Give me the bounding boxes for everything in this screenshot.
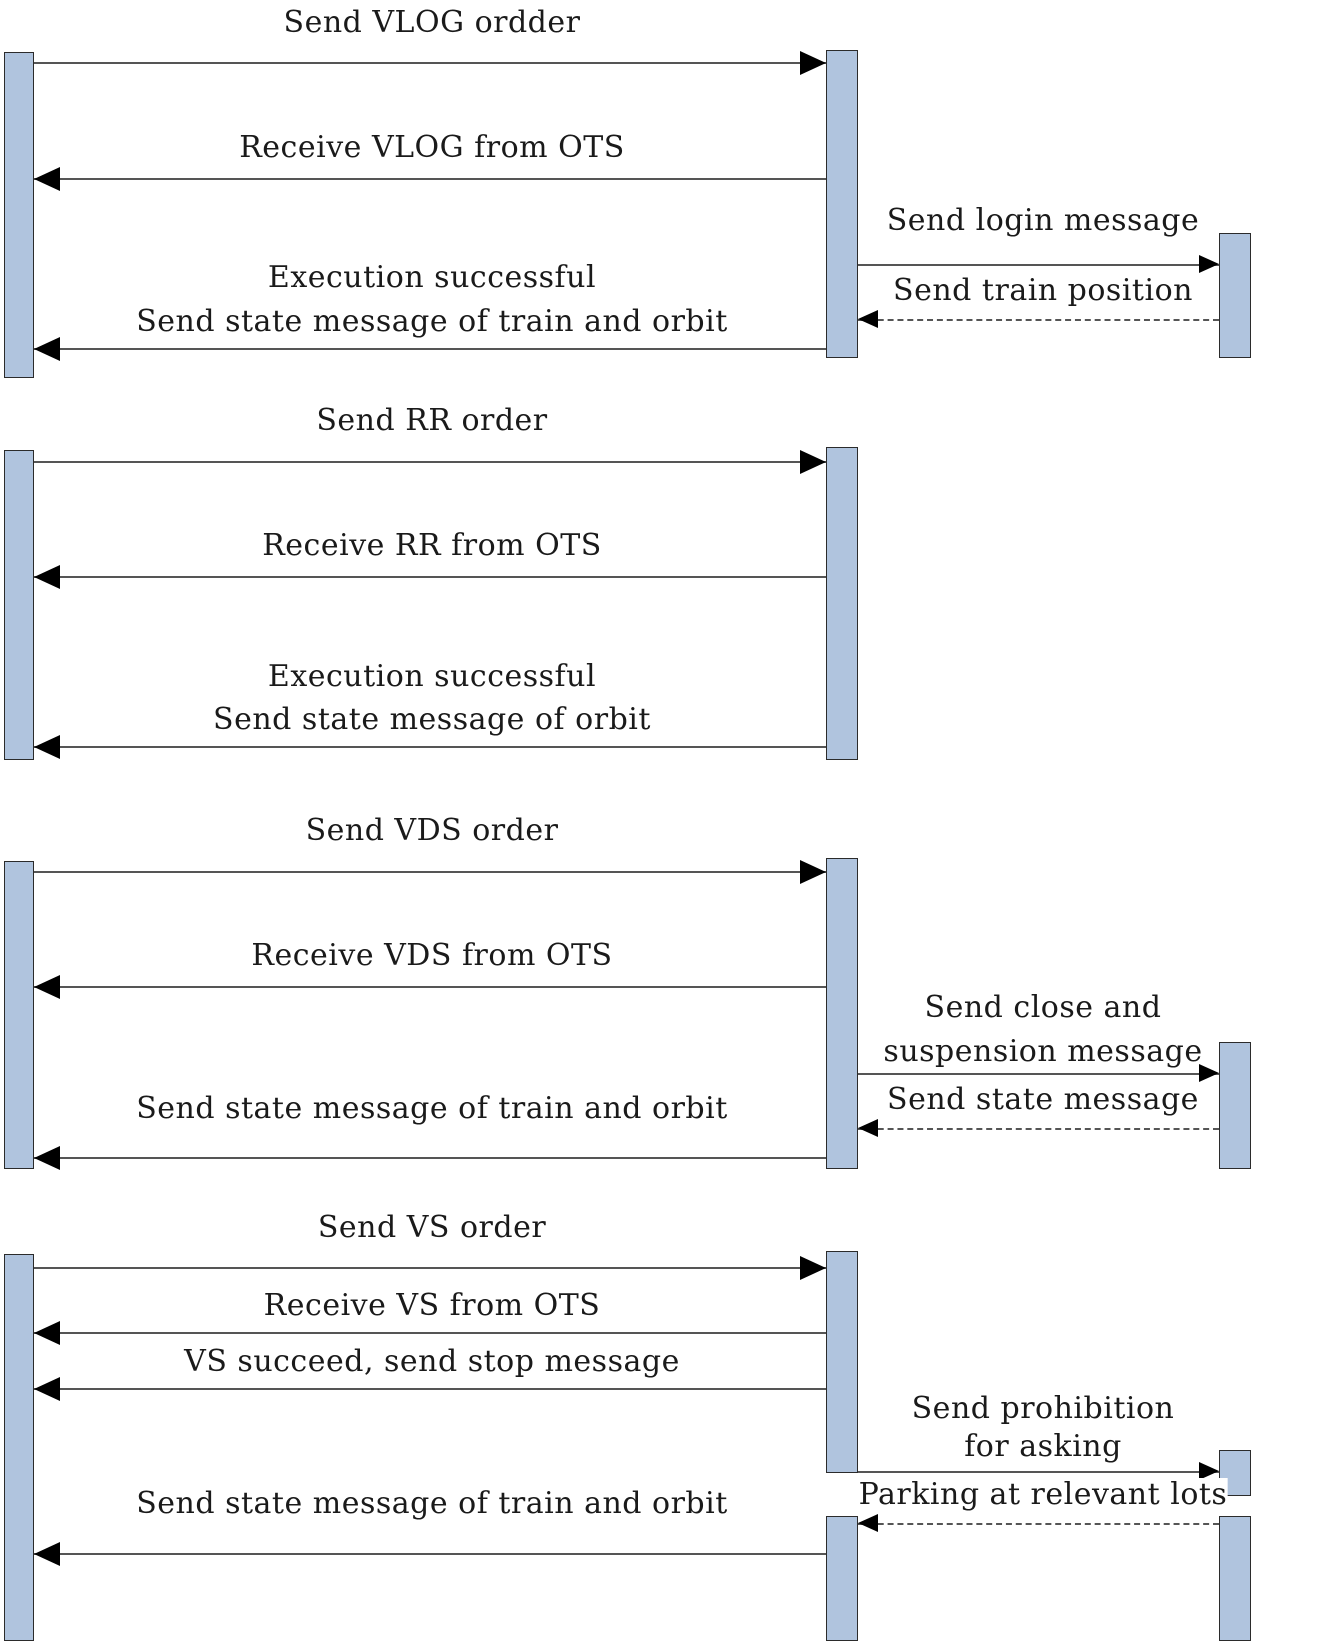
arrow-head-left-icon xyxy=(34,975,60,999)
message-label: Send state message of train and orbit xyxy=(136,304,728,339)
right-actor-lifeline[interactable] xyxy=(1219,1042,1251,1169)
middle-actor-lifeline[interactable] xyxy=(826,858,858,1169)
message-line xyxy=(34,62,826,64)
message-line xyxy=(858,319,1219,321)
left-actor-lifeline[interactable] xyxy=(4,52,34,378)
message-line xyxy=(34,1553,826,1555)
message-label: Send close and xyxy=(924,990,1162,1025)
message-line xyxy=(858,1073,1219,1075)
message-label: Receive VDS from OTS xyxy=(251,938,613,973)
message-label: Parking at relevant lots xyxy=(858,1477,1228,1512)
message-label: Execution successful xyxy=(267,659,597,694)
message-label: for asking xyxy=(964,1429,1122,1464)
message-line xyxy=(34,986,826,988)
message-line xyxy=(858,1523,1219,1525)
right-actor-lifeline-lower[interactable] xyxy=(1219,1516,1251,1641)
arrow-head-left-icon xyxy=(34,1542,60,1566)
message-label: Send state message of orbit xyxy=(213,702,651,737)
middle-actor-lifeline-lower[interactable] xyxy=(826,1516,858,1641)
arrow-head-left-icon xyxy=(34,565,60,589)
message-label: Send state message of train and orbit xyxy=(136,1486,728,1521)
arrow-head-right-icon xyxy=(800,860,826,884)
message-label: Execution successful xyxy=(267,260,597,295)
message-label: Send VLOG ordder xyxy=(283,5,581,40)
message-label: Send prohibition xyxy=(911,1391,1175,1426)
message-label: VS succeed, send stop message xyxy=(184,1344,680,1379)
arrow-head-right-icon xyxy=(800,51,826,75)
middle-actor-lifeline[interactable] xyxy=(826,447,858,760)
middle-actor-lifeline[interactable] xyxy=(826,50,858,358)
arrow-head-left-icon xyxy=(858,1119,878,1137)
message-line xyxy=(34,746,826,748)
arrow-head-left-icon xyxy=(858,1514,878,1532)
arrow-head-right-icon xyxy=(1199,255,1219,273)
message-line xyxy=(34,871,826,873)
message-label: suspension message xyxy=(883,1034,1203,1069)
message-line xyxy=(34,576,826,578)
left-actor-lifeline[interactable] xyxy=(4,450,34,760)
middle-actor-lifeline[interactable] xyxy=(826,1251,858,1473)
message-label: Send VDS order xyxy=(305,813,559,848)
message-label: Receive VLOG from OTS xyxy=(239,130,625,165)
arrow-head-left-icon xyxy=(34,167,60,191)
message-line xyxy=(34,1267,826,1269)
message-label: Receive VS from OTS xyxy=(263,1288,601,1323)
message-line xyxy=(34,461,826,463)
arrow-head-right-icon xyxy=(1199,1462,1219,1480)
message-line xyxy=(858,1471,1219,1473)
arrow-head-left-icon xyxy=(34,1377,60,1401)
arrow-head-right-icon xyxy=(800,1256,826,1280)
arrow-head-left-icon xyxy=(858,310,878,328)
arrow-head-right-icon xyxy=(1199,1064,1219,1082)
message-label: Send state message xyxy=(887,1082,1199,1117)
message-line xyxy=(858,264,1219,266)
right-actor-lifeline[interactable] xyxy=(1219,233,1251,358)
message-label: Send state message of train and orbit xyxy=(136,1091,728,1126)
message-line xyxy=(34,1332,826,1334)
message-line xyxy=(34,178,826,180)
message-label: Send login message xyxy=(886,203,1200,238)
message-label: Send VS order xyxy=(317,1210,547,1245)
message-line xyxy=(858,1128,1219,1130)
message-line xyxy=(34,1157,826,1159)
arrow-head-left-icon xyxy=(34,1321,60,1345)
message-label: Receive RR from OTS xyxy=(262,528,602,563)
arrow-head-right-icon xyxy=(800,450,826,474)
message-line xyxy=(34,348,826,350)
arrow-head-left-icon xyxy=(34,735,60,759)
arrow-head-left-icon xyxy=(34,1146,60,1170)
message-label: Send train position xyxy=(893,273,1193,308)
left-actor-lifeline[interactable] xyxy=(4,861,34,1169)
left-actor-lifeline[interactable] xyxy=(4,1254,34,1641)
message-label: Send RR order xyxy=(316,403,548,438)
arrow-head-left-icon xyxy=(34,337,60,361)
message-line xyxy=(34,1388,826,1390)
